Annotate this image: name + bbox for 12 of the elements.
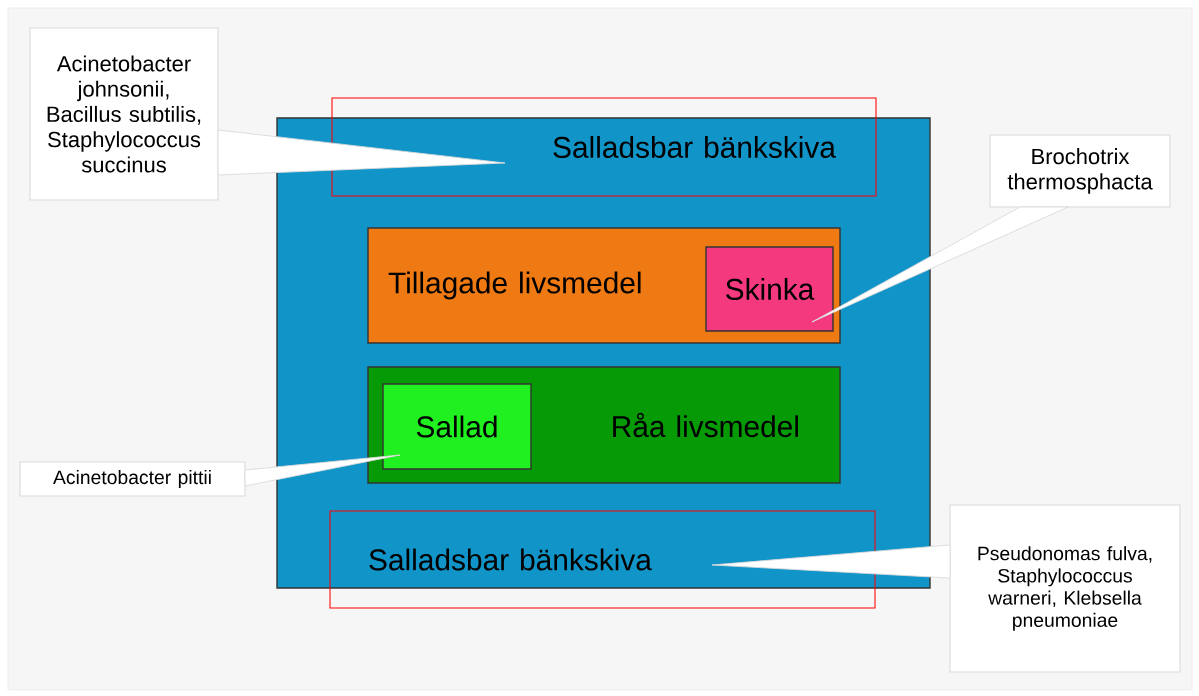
callout-pointer [711, 544, 951, 579]
callout-pointer [244, 454, 401, 487]
callout-box: Pseudonomas fulva, Staphylococcus warneri, Klebsella pneumoniae [949, 504, 1181, 673]
callout-pointer [811, 206, 1069, 323]
callout-box: Acinetobacter pittii [19, 461, 246, 497]
item-box: Skinka [705, 246, 834, 332]
item-box: Sallad [382, 383, 532, 470]
callout-box: Acinetobacter johnsonii, Bacillus subtilis, Staphylococcus succinus [29, 27, 219, 201]
callout-pointer [217, 129, 506, 176]
highlight-frame: Salladsbar bänkskiva [331, 97, 877, 197]
callout-box: Brochotrix thermosphacta [989, 134, 1171, 208]
highlight-frame: Salladsbar bänkskiva [329, 510, 876, 609]
